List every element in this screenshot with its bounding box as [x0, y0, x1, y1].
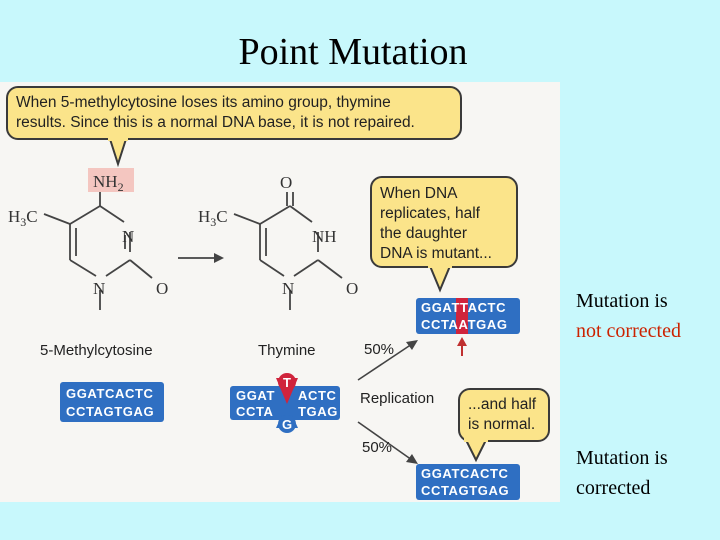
replication-arrow-up — [357, 343, 413, 381]
thymine-label: Thymine — [258, 342, 316, 359]
atom-o-left: O — [156, 279, 168, 298]
reaction-arrow-head — [214, 253, 224, 263]
dna-mutant-top: GGATTACTC — [421, 300, 506, 315]
callout-mutant-line: DNA is mutant... — [380, 245, 492, 262]
dna-mismatch-top-right: ACTC — [298, 388, 337, 403]
pct-mutant: 50% — [364, 341, 394, 358]
pct-normal: 50% — [362, 439, 392, 456]
dna-mismatch-bottom-right: TGAG — [298, 404, 338, 419]
atom-n-right: N — [282, 279, 294, 298]
callout-mutant: When DNA replicates, half the daughter D… — [370, 176, 518, 268]
callout-normal-tail-cover — [464, 437, 488, 442]
callout-mutant-tail — [428, 265, 452, 293]
callout-normal: ...and half is normal. — [458, 388, 550, 442]
atom-n-left-bottom: N — [93, 279, 105, 298]
mismatch-t: T — [283, 375, 292, 390]
figure-drawing: NH2 H3C N N O 5-Methylcytosine O — [8, 136, 520, 500]
slide-title: Point Mutation — [238, 31, 468, 73]
atom-o-right: O — [346, 279, 358, 298]
callout-normal-line: ...and half — [468, 396, 537, 413]
atom-n-left: N — [122, 227, 134, 246]
methylcytosine-label: 5-Methylcytosine — [40, 342, 153, 359]
dna-mutant-highlight — [456, 298, 468, 334]
dna-mismatch-bottom-left: CCTA — [236, 404, 274, 419]
dna-original — [60, 382, 164, 422]
callout-top: When 5-methylcytosine loses its amino gr… — [6, 86, 462, 140]
dna-normal-top: GGATCACTC — [421, 466, 508, 481]
callout-top-line: results. Since this is a normal DNA base… — [16, 114, 415, 131]
dna-original-bottom: CCTAGTGAG — [66, 404, 154, 419]
note-line: Mutation is — [576, 447, 668, 469]
note-line: corrected — [576, 477, 651, 499]
callout-top-tail — [108, 138, 128, 168]
callout-mutant-line: When DNA — [380, 185, 458, 202]
callout-mutant-tail-cover — [428, 263, 452, 268]
dna-mismatch-top-left: GGAT — [236, 388, 275, 403]
replication-arrow-down-head — [406, 454, 418, 464]
methyl-group-right: H3C — [198, 207, 228, 229]
replication-arrow-down — [357, 421, 413, 461]
callout-mutant-line: replicates, half — [380, 205, 480, 222]
callout-mutant-line: the daughter — [380, 225, 468, 242]
mutant-pointer-head — [457, 337, 467, 346]
mutation-figure: When 5-methylcytosine loses its amino gr… — [0, 82, 560, 502]
mismatch-g-circle — [278, 415, 296, 433]
nh2-highlight — [88, 168, 134, 192]
callout-normal-line: is normal. — [468, 416, 536, 433]
note-not-corrected: Mutation is not corrected — [576, 286, 681, 346]
thymine-ring — [233, 192, 343, 310]
note-emphasis: not corrected — [576, 320, 681, 342]
replication-arrow-up-head — [406, 340, 418, 350]
mismatch-t-circle — [278, 373, 296, 391]
dna-mutant-bottom: CCTAATGAG — [421, 317, 508, 332]
nh2-label: NH2 — [93, 172, 124, 194]
methyl-group-left: H3C — [8, 207, 38, 229]
dna-normal — [416, 464, 520, 500]
replication-label: Replication — [360, 390, 434, 407]
callout-top-line: When 5-methylcytosine loses its amino gr… — [16, 94, 391, 111]
dna-original-top: GGATCACTC — [66, 386, 153, 401]
atom-o-top: O — [280, 173, 292, 192]
callout-top-tail-cover — [108, 136, 128, 141]
mismatch-g: G — [282, 417, 293, 432]
methylcytosine-ring — [43, 192, 153, 310]
atom-nh-right: NH — [312, 227, 337, 246]
callout-normal-tail — [464, 439, 488, 463]
dna-normal-bottom: CCTAGTGAG — [421, 483, 509, 498]
note-corrected: Mutation is corrected — [576, 443, 668, 503]
note-line: Mutation is — [576, 290, 668, 312]
dna-mismatch — [230, 386, 340, 420]
